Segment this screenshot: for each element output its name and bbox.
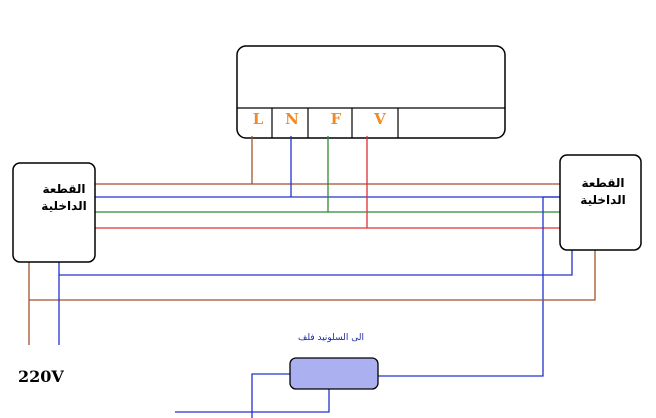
- control-unit-body: [236, 45, 506, 139]
- left-unit-label-line1: القطعة: [43, 182, 86, 196]
- terminal-label-n: N: [285, 110, 299, 128]
- terminal-label-f: F: [331, 110, 342, 128]
- solenoid-valve-body: [289, 357, 379, 390]
- wire-valve-bottom: [175, 388, 330, 413]
- supply-voltage-label: 220V: [18, 367, 64, 386]
- solenoid-valve: الى السلونيد فلف: [289, 333, 379, 390]
- left-indoor-unit-body: [12, 162, 96, 263]
- terminal-label-v: V: [373, 110, 386, 128]
- wire-lower-brown: [29, 250, 596, 301]
- terminal-label-l: L: [253, 110, 264, 128]
- control-unit: L N F V: [236, 45, 506, 139]
- right-unit-label-line1: القطعة: [582, 176, 625, 190]
- left-indoor-unit: القطعة الداخلية: [12, 162, 96, 263]
- wires: [28, 136, 596, 418]
- left-unit-label-line2: الداخلية: [41, 199, 86, 213]
- right-unit-label-line2: الداخلية: [580, 193, 625, 207]
- right-indoor-unit-body: [559, 154, 642, 251]
- right-indoor-unit: القطعة الداخلية: [559, 154, 642, 251]
- wire-valve-left: [251, 373, 290, 418]
- solenoid-valve-label: الى السلونيد فلف: [298, 333, 364, 343]
- wire-valve-feed: [378, 196, 560, 377]
- wire-lower-blue: [58, 250, 573, 276]
